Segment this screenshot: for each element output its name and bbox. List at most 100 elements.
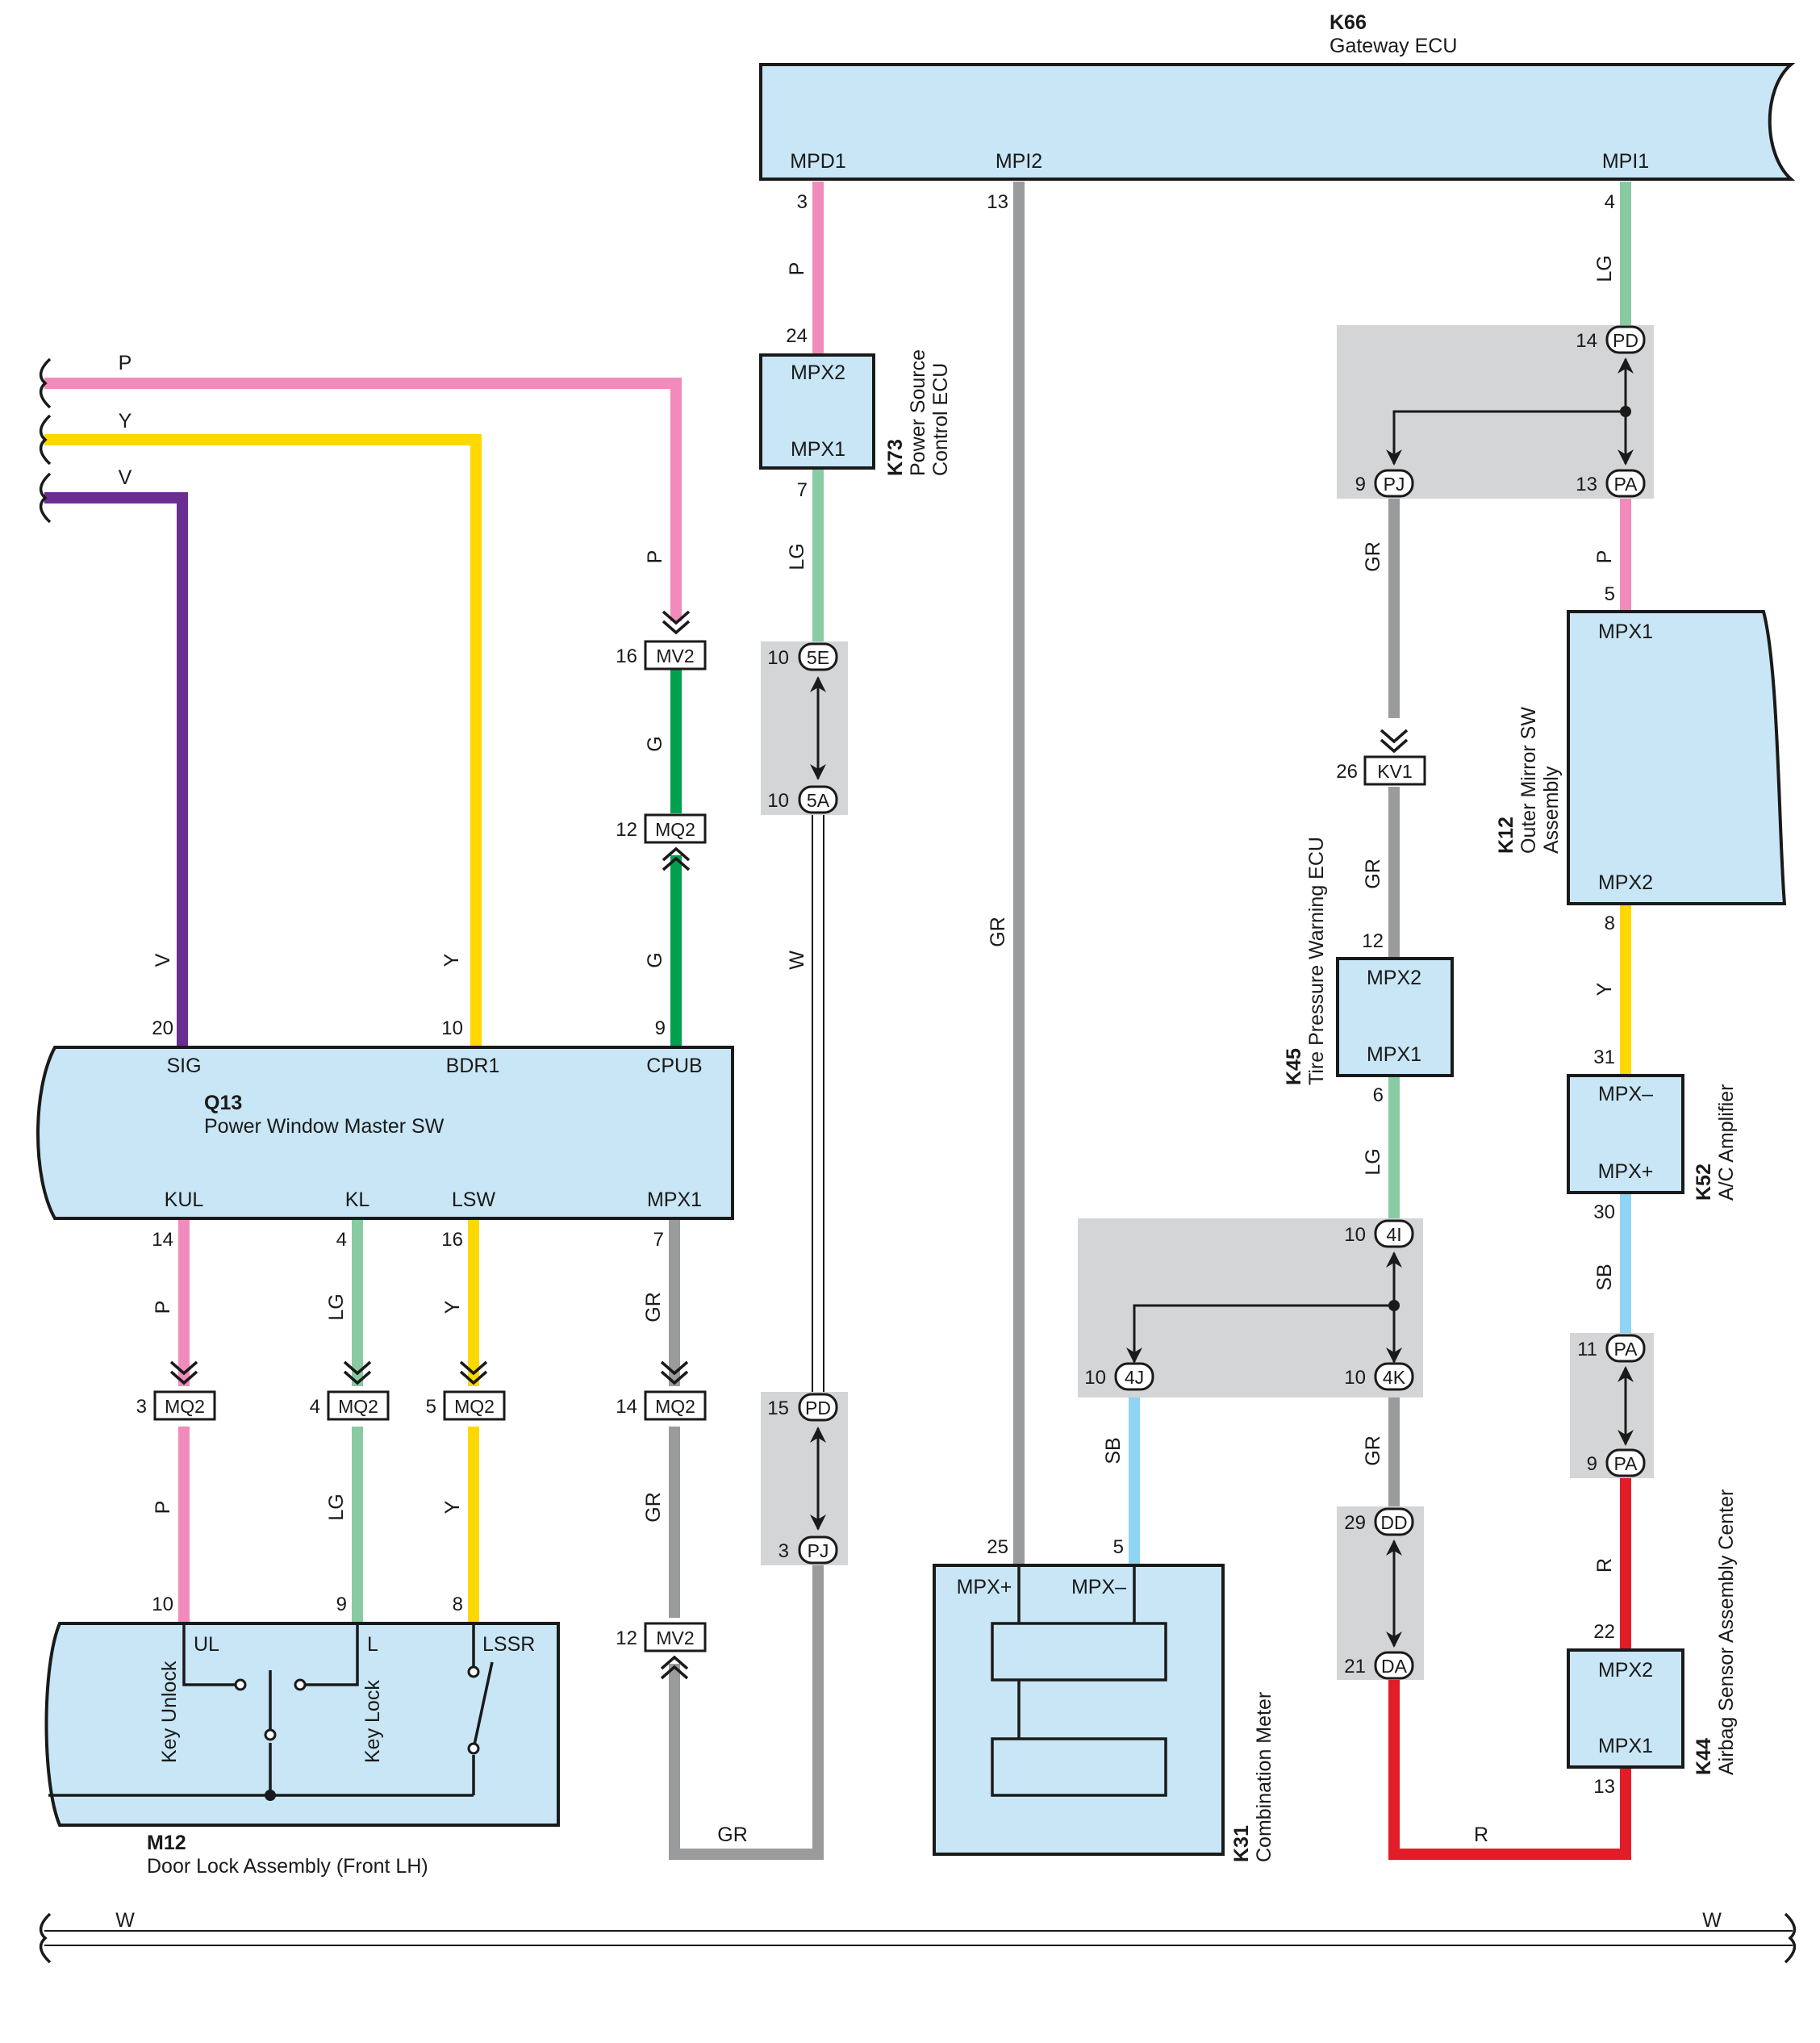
- svg-text:LG: LG: [1362, 1148, 1384, 1175]
- svg-text:9: 9: [336, 1594, 347, 1615]
- k66-pin-mpi1: MPI1: [1602, 150, 1649, 173]
- svg-text:30: 30: [1593, 1201, 1615, 1223]
- junction-4i: 4I: [1374, 1219, 1414, 1248]
- svg-text:SB: SB: [1593, 1264, 1616, 1290]
- svg-text:5A: 5A: [807, 790, 830, 811]
- junction-5e: 5E: [798, 642, 838, 671]
- junction-4j: 4J: [1114, 1362, 1154, 1391]
- q13-name: Power Window Master SW: [204, 1115, 445, 1138]
- k66-gateway-ecu-box: [759, 63, 1796, 181]
- q13-pin-lsw: LSW: [452, 1189, 496, 1211]
- svg-text:5E: 5E: [807, 647, 829, 668]
- q13-pin-kl: KL: [345, 1189, 370, 1211]
- connector-mq2-cpub: MQ2: [644, 813, 707, 844]
- junction-pa-bottom: PA: [1605, 1448, 1646, 1477]
- svg-text:MQ2: MQ2: [655, 1396, 695, 1417]
- svg-text:DD: DD: [1380, 1512, 1407, 1533]
- svg-text:LG: LG: [786, 543, 808, 570]
- splice-dot: [1620, 406, 1631, 417]
- wire-color-labels: P Y V GR R W W V Y P G G P LG W GR P P L…: [115, 255, 1722, 1932]
- k45-name: Tire Pressure Warning ECU: [1305, 837, 1328, 1085]
- svg-text:12: 12: [1362, 930, 1384, 952]
- k44-airbag-sensor-box: [1567, 1648, 1684, 1769]
- k45-pin-mpx2: MPX2: [1367, 967, 1421, 989]
- k73-name-line1: Power Source: [907, 349, 929, 476]
- svg-text:PA: PA: [1614, 1339, 1638, 1360]
- k73-pin-mpx2: MPX2: [791, 361, 845, 384]
- svg-text:7: 7: [797, 479, 808, 501]
- svg-text:20: 20: [152, 1017, 173, 1039]
- q13-pin-sig: SIG: [166, 1055, 201, 1077]
- svg-text:LG: LG: [1593, 255, 1616, 282]
- k31-name: Combination Meter: [1253, 1692, 1275, 1862]
- svg-text:8: 8: [453, 1594, 463, 1615]
- k45-code: K45: [1283, 1048, 1305, 1085]
- svg-text:GR: GR: [987, 917, 1009, 947]
- connector-mq2-lsw: MQ2: [443, 1390, 506, 1421]
- k52-code: K52: [1693, 1164, 1715, 1201]
- junction-pj-right: PJ: [1374, 469, 1414, 498]
- q13-power-window-master-sw-box: [36, 1046, 734, 1220]
- svg-text:3: 3: [136, 1396, 147, 1418]
- svg-text:G: G: [644, 736, 666, 751]
- connector-chevrons: [169, 610, 1409, 1680]
- junction-arrows: [810, 357, 1634, 1648]
- connector-mq2-kul: MQ2: [153, 1390, 216, 1421]
- svg-text:14: 14: [616, 1396, 637, 1418]
- svg-text:29: 29: [1344, 1512, 1366, 1534]
- connector-mq2-mpx1: MQ2: [644, 1390, 707, 1421]
- svg-text:25: 25: [987, 1536, 1008, 1558]
- svg-text:PA: PA: [1614, 1453, 1638, 1474]
- svg-text:Y: Y: [1593, 982, 1616, 996]
- k44-pin-mpx2: MPX2: [1598, 1659, 1653, 1682]
- connector-kv1: KV1: [1363, 755, 1426, 786]
- k73-power-source-ecu-box: [759, 353, 875, 470]
- svg-text:6: 6: [1373, 1084, 1384, 1106]
- q13-pin-mpx1: MPX1: [647, 1189, 702, 1211]
- wire-v-top: [44, 492, 188, 1047]
- svg-text:GR: GR: [1362, 1435, 1384, 1466]
- svg-text:4I: 4I: [1386, 1224, 1401, 1245]
- svg-text:GR: GR: [1362, 859, 1384, 889]
- svg-text:P: P: [1593, 550, 1616, 564]
- k12-code: K12: [1495, 817, 1517, 854]
- svg-text:PJ: PJ: [808, 1540, 829, 1561]
- svg-text:P: P: [119, 352, 132, 374]
- wire-y-top: [44, 434, 482, 1047]
- junction-pa-top: PA: [1605, 469, 1646, 498]
- svg-text:9: 9: [655, 1017, 666, 1039]
- m12-key-unlock-label: Key Unlock: [158, 1661, 181, 1763]
- k31-pin-mpxm: MPX–: [1071, 1576, 1126, 1598]
- svg-text:10: 10: [767, 647, 789, 669]
- k44-pin-mpx1: MPX1: [1598, 1735, 1653, 1757]
- svg-text:12: 12: [616, 819, 637, 841]
- m12-switch-circuit: [48, 1623, 494, 1797]
- splice-dot: [1388, 1300, 1400, 1311]
- svg-text:14: 14: [1576, 330, 1597, 352]
- k31-internal-circuit: [991, 1565, 1167, 1797]
- k52-pin-mpxp: MPX+: [1598, 1160, 1654, 1183]
- svg-text:14: 14: [152, 1229, 173, 1251]
- svg-text:26: 26: [1336, 761, 1358, 783]
- wire-gr-bottom-loop: [669, 1565, 824, 1860]
- k12-label: K12 Outer Mirror SW Assembly: [1495, 707, 1563, 854]
- k31-combination-meter-box: [933, 1564, 1225, 1856]
- svg-text:MQ2: MQ2: [454, 1396, 495, 1417]
- svg-text:DA: DA: [1381, 1656, 1408, 1677]
- svg-text:3: 3: [779, 1540, 789, 1562]
- svg-text:3: 3: [797, 191, 808, 213]
- splice-block-dd-da: [1337, 1506, 1424, 1680]
- svg-text:21: 21: [1344, 1656, 1366, 1677]
- svg-text:GR: GR: [717, 1824, 748, 1846]
- m12-key-lock-label: Key Lock: [361, 1680, 384, 1763]
- k12-outer-mirror-sw-box: [1567, 610, 1787, 905]
- k45-tire-pressure-ecu-box: [1336, 957, 1454, 1077]
- k73-label: K73 Power Source Control ECU: [884, 349, 952, 476]
- svg-text:PD: PD: [805, 1398, 831, 1418]
- svg-text:MV2: MV2: [656, 1627, 694, 1648]
- svg-text:5: 5: [426, 1396, 436, 1418]
- m12-pin-l: L: [367, 1633, 378, 1656]
- svg-text:LG: LG: [325, 1293, 348, 1320]
- k45-pin-mpx1: MPX1: [1367, 1043, 1421, 1066]
- svg-text:SB: SB: [1102, 1437, 1125, 1464]
